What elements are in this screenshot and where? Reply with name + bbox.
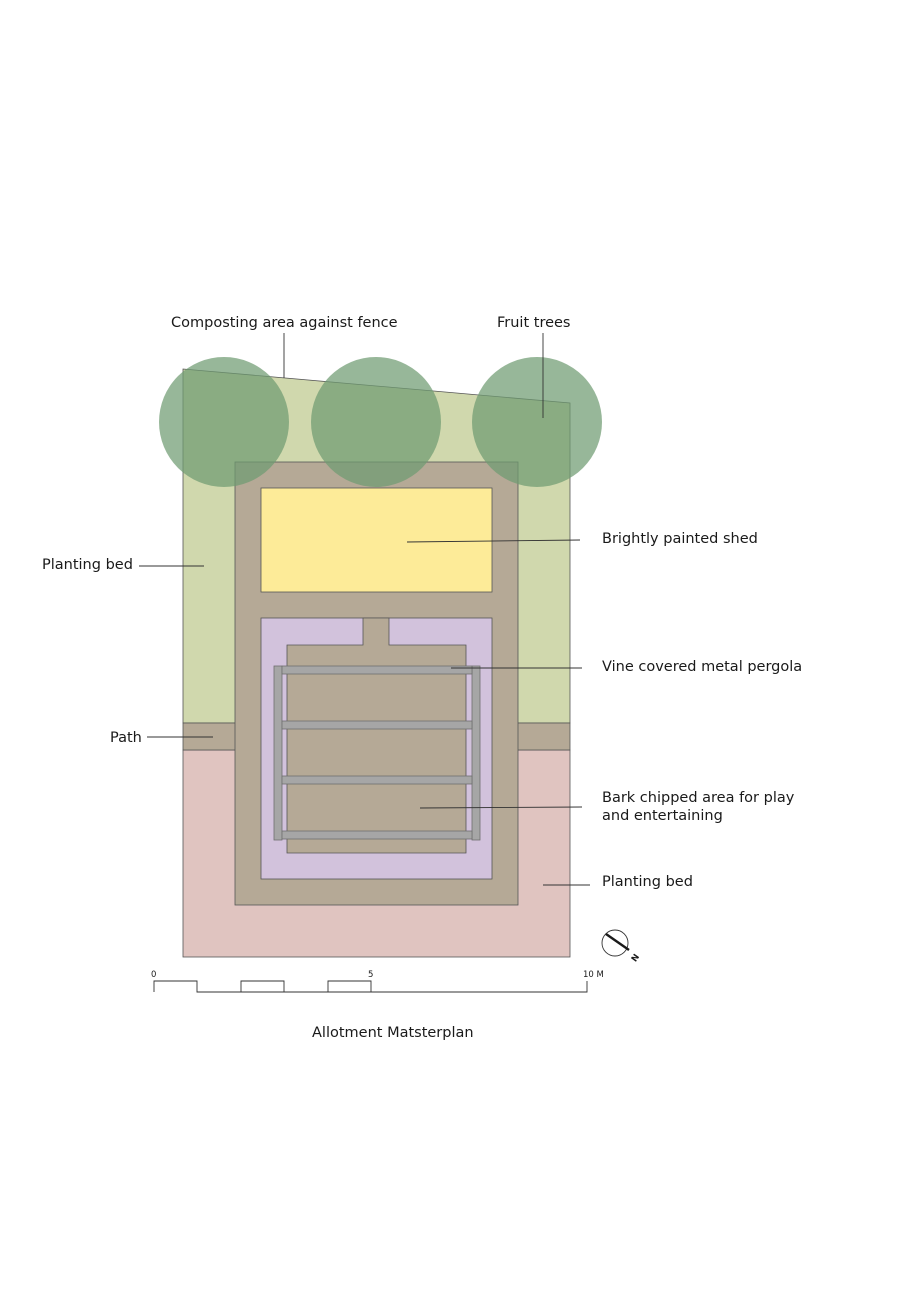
label-pergola: Vine covered metal pergola	[602, 659, 802, 675]
leader-bark	[419, 806, 583, 809]
pergola-post-right	[471, 665, 481, 841]
pergola-post-left	[273, 665, 283, 841]
label-bark-line2: and entertaining	[602, 808, 723, 824]
label-fruit-trees: Fruit trees	[497, 315, 570, 331]
fruit-tree-3	[472, 357, 602, 487]
label-shed: Brightly painted shed	[602, 531, 758, 547]
shed	[260, 487, 493, 593]
label-composting: Composting area against fence	[171, 315, 398, 331]
pergola-bar-3	[281, 775, 473, 785]
label-bark-line1: Bark chipped area for play	[602, 790, 795, 806]
label-planting-bed-left: Planting bed	[42, 557, 133, 573]
bark-chipped-area	[286, 617, 467, 854]
label-planting-bed-right: Planting bed	[602, 874, 693, 890]
scale-tick-0: 0	[151, 970, 156, 980]
fruit-tree-2	[311, 357, 441, 487]
scale-bar	[153, 980, 588, 993]
pergola-bar-2	[281, 720, 473, 730]
leader-shed	[406, 539, 581, 543]
plan-title: Allotment Matsterplan	[312, 1025, 474, 1041]
scale-tick-5: 5	[368, 970, 373, 980]
pergola-bar-4	[281, 830, 473, 840]
pergola-bar-1	[281, 665, 473, 675]
north-arrow-icon: N	[601, 929, 642, 965]
svg-text:N: N	[630, 953, 642, 965]
label-path: Path	[110, 730, 142, 746]
scale-tick-10: 10 M	[583, 970, 604, 980]
fruit-tree-1	[159, 357, 289, 487]
